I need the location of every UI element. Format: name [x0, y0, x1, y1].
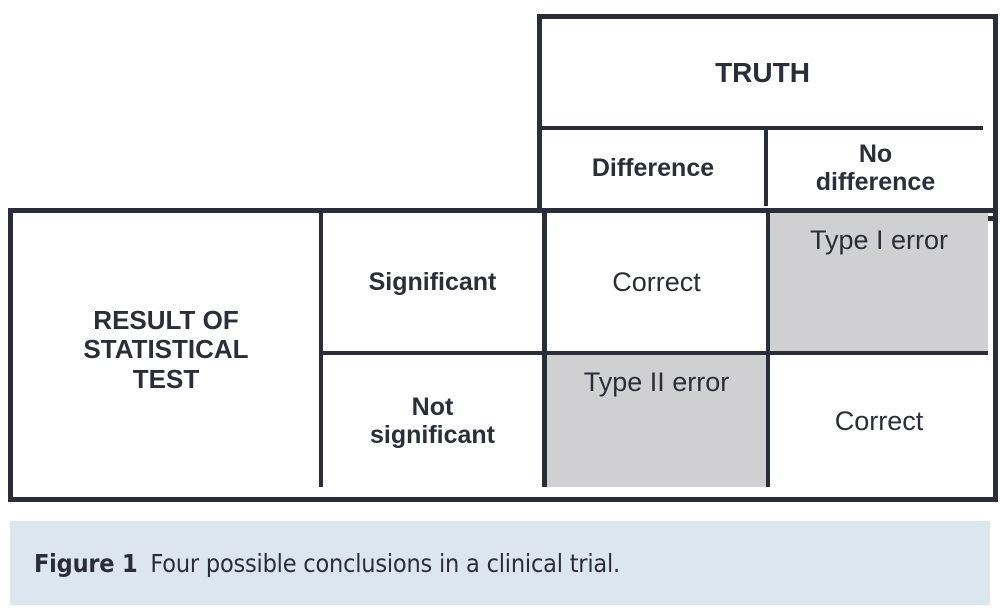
data-row-divider [319, 351, 988, 355]
truth-column-difference-label: Difference [591, 154, 715, 182]
figure-caption-line: Figure 1 Four possible conclusions in a c… [34, 549, 620, 578]
row-label-significant: Significant [323, 213, 542, 351]
figure-caption: Figure 1 Four possible conclusions in a c… [10, 521, 990, 605]
row-label-not-significant-text: Not significant [369, 393, 495, 449]
data-cell-not-significant-difference-value: Type II error [583, 367, 730, 397]
result-header-label: RESULT OF STATISTICAL TEST [83, 305, 249, 394]
row-label-significant-text: Significant [368, 268, 497, 296]
data-cell-not-significant-no-difference-value: Correct [834, 405, 924, 436]
figure-caption-text: Four possible conclusions in a clinical … [150, 548, 620, 578]
data-cell-not-significant-difference: Type II error [547, 355, 766, 487]
data-cell-significant-no-difference-value: Type I error [809, 225, 949, 255]
data-cell-significant-difference: Correct [547, 213, 766, 351]
truth-column-no-difference: No difference [768, 130, 983, 206]
data-cell-not-significant-no-difference: Correct [770, 355, 988, 487]
data-area-left-divider [542, 213, 547, 487]
row-label-not-significant: Not significant [323, 355, 542, 487]
truth-header-label: TRUTH [715, 56, 810, 88]
truth-column-divider [764, 126, 768, 206]
figure-caption-label: Figure 1 [34, 548, 138, 578]
truth-column-no-difference-label: No difference [815, 140, 936, 196]
data-column-divider [766, 213, 770, 487]
result-header-cell: RESULT OF STATISTICAL TEST [13, 213, 319, 487]
data-cell-significant-no-difference: Type I error [770, 213, 988, 351]
truth-header-block: TRUTH Difference No difference [537, 14, 998, 221]
result-label-divider [319, 213, 323, 487]
truth-column-difference: Difference [542, 130, 764, 206]
data-cell-significant-difference-value: Correct [612, 266, 701, 297]
truth-header-cell: TRUTH [542, 19, 983, 126]
truth-header-divider [542, 126, 983, 130]
main-table-block: RESULT OF STATISTICAL TEST Significant N… [8, 208, 998, 502]
